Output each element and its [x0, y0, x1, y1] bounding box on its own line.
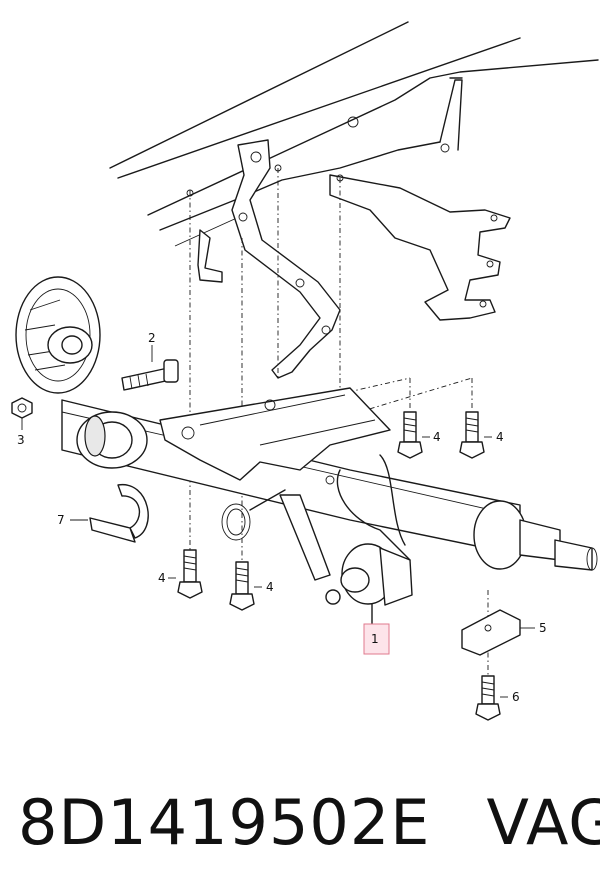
steering-wheel-hub	[15, 276, 101, 394]
part-number: 8D1419502E	[18, 786, 431, 859]
nut-part-3	[11, 397, 33, 430]
bolt-part-4-lower-middle	[229, 561, 262, 611]
bolt-part-2	[121, 345, 179, 391]
callout-2-label[interactable]: 2	[148, 331, 156, 345]
manufacturer-name: VAG	[486, 786, 600, 859]
right-mount-bracket	[329, 116, 511, 321]
hanger-bracket	[197, 139, 341, 379]
callout-3-label[interactable]: 3	[17, 433, 25, 447]
clamp-part-7	[70, 484, 149, 543]
part-caption: 8D1419502E VAG	[18, 775, 600, 870]
bolt-part-4-upper-right	[459, 411, 492, 459]
column-mounting-plate	[159, 387, 391, 581]
callout-1-highlight	[363, 623, 390, 655]
callout-4a-label[interactable]: 4	[433, 430, 441, 444]
callout-1-label[interactable]: 1	[371, 632, 379, 646]
steering-column-exploded-diagram: 1 2 3 4 4 4 4 5 6 7	[11, 21, 599, 721]
callout-6-label[interactable]: 6	[512, 690, 520, 704]
callout-5-label[interactable]: 5	[539, 621, 547, 635]
callout-4c-label[interactable]: 4	[158, 571, 166, 585]
bolt-part-4-upper-left	[397, 411, 430, 459]
callout-7-label[interactable]: 7	[57, 513, 65, 527]
callout-4b-label[interactable]: 4	[496, 430, 504, 444]
callout-4d-label[interactable]: 4	[266, 580, 274, 594]
dashboard-outline	[109, 21, 599, 247]
bolt-part-4-lower-left	[168, 549, 203, 599]
bolt-part-6	[475, 675, 508, 721]
wire-loop	[221, 454, 411, 561]
lock-cylinder-part-1	[325, 543, 413, 626]
clip-part-5	[461, 609, 535, 656]
